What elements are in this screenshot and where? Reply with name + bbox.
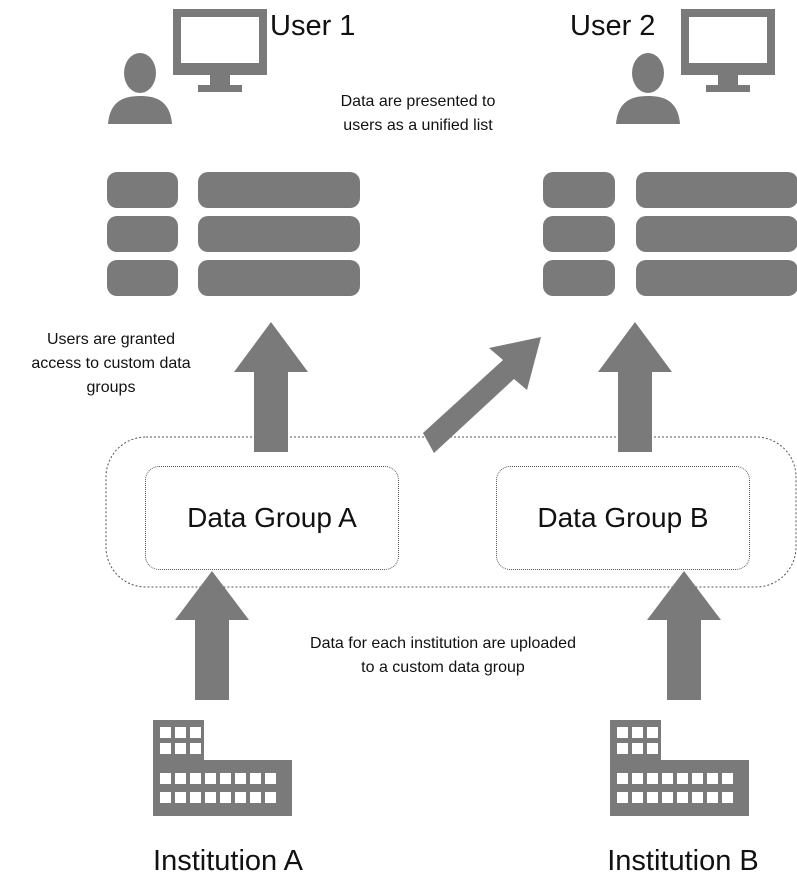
arrow-icon (234, 322, 308, 452)
data-group-b-label: Data Group B (537, 502, 709, 533)
data-group-b: Data Group B (496, 466, 750, 570)
list-icon (107, 172, 360, 296)
institution-b-label: Institution B (607, 845, 759, 877)
monitor-icon (681, 9, 775, 92)
user-1-label: User 1 (270, 10, 356, 42)
list-icon (543, 172, 797, 296)
person-icon (616, 53, 680, 124)
arrow-icon (647, 571, 721, 700)
building-icon (610, 720, 749, 816)
arrow-icon (598, 322, 672, 452)
data-group-a-label: Data Group A (187, 502, 357, 533)
presented-annotation: Data are presented to users as a unified… (340, 93, 496, 134)
data-group-a: Data Group A (145, 466, 399, 570)
institution-a-label: Institution A (153, 845, 303, 877)
granted-annotation: Users are granted access to custom data … (31, 331, 191, 396)
building-icon (153, 720, 292, 816)
uploaded-annotation: Data for each institution are uploaded t… (310, 635, 576, 676)
monitor-icon (173, 9, 267, 92)
arrow-icon (175, 571, 249, 700)
person-icon (108, 53, 172, 124)
user-2-label: User 2 (570, 10, 656, 42)
arrow-icon (423, 337, 541, 453)
